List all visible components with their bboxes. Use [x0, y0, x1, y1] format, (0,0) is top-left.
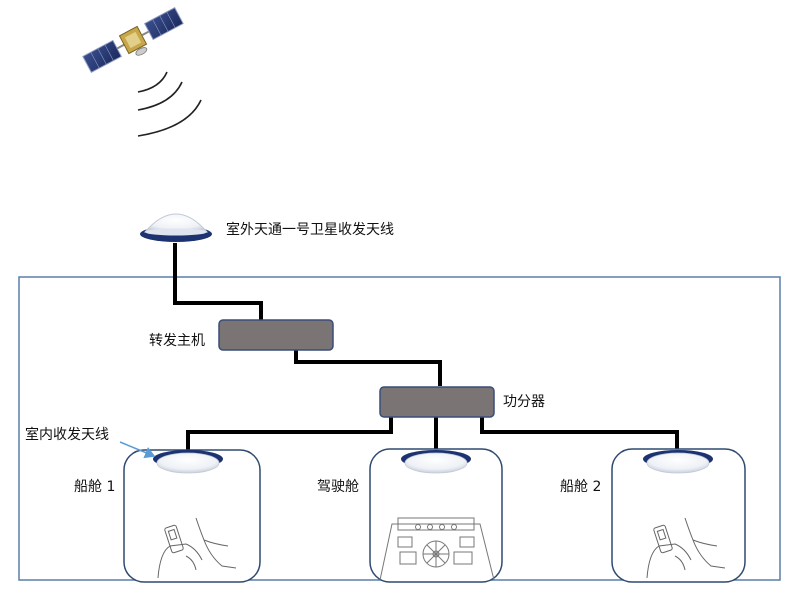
repeater-host-box — [218, 319, 334, 351]
power-splitter-label: 功分器 — [503, 394, 545, 410]
outdoor-antenna — [140, 213, 212, 242]
phone-hand-icon — [646, 517, 726, 579]
pointer-arrow-icon — [119, 441, 156, 459]
room-cabin-1 — [123, 449, 261, 583]
bridge-label: 驾驶舱 — [317, 479, 359, 495]
cabin-1-label: 船舱 1 — [74, 479, 116, 495]
phone-hand-icon — [157, 517, 237, 579]
indoor-antenna-label: 室内收发天线 — [25, 427, 109, 443]
room-bridge — [369, 448, 503, 583]
cabin-2-label: 船舱 2 — [560, 479, 602, 495]
indoor-antenna-cabin-1 — [153, 450, 223, 474]
room-cabin-2 — [611, 448, 746, 583]
satellite-icon — [82, 6, 184, 74]
signal-waves-icon — [137, 71, 202, 137]
indoor-antenna-cabin-2 — [643, 450, 713, 474]
repeater-host-label: 转发主机 — [149, 333, 205, 349]
power-splitter-box — [379, 386, 495, 418]
indoor-antenna-bridge — [401, 450, 471, 474]
outdoor-antenna-label: 室外天通一号卫星收发天线 — [226, 222, 394, 238]
helm-console-icon — [379, 517, 495, 581]
cables — [173, 243, 679, 462]
